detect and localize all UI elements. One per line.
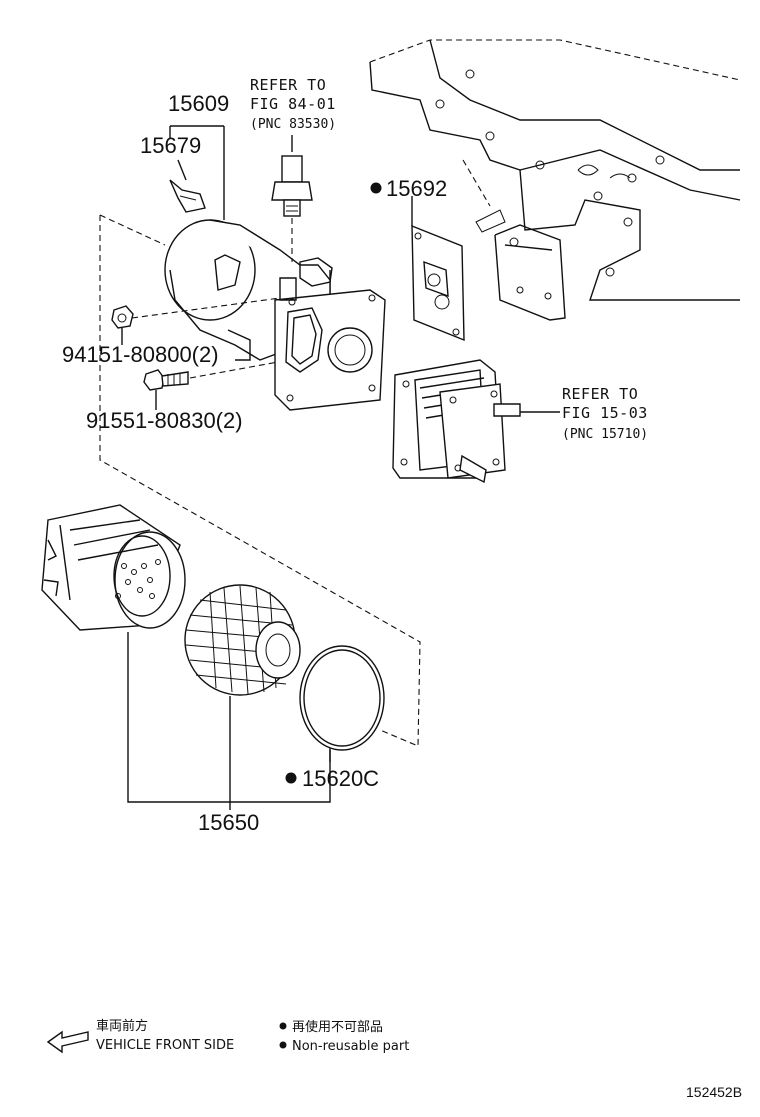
sensor-ref-line3: (PNC 83530) xyxy=(250,117,336,132)
part-number-15609: 15609 xyxy=(168,91,229,116)
assembly-frame-top xyxy=(99,214,166,246)
non-reusable-dot-15620c xyxy=(285,772,297,784)
legend-dot-icon xyxy=(279,1022,287,1030)
legend-nonreusable-en: Non-reusable part xyxy=(292,1039,409,1054)
part-number-15679: 15679 xyxy=(140,133,201,158)
part-number-15650: 15650 xyxy=(198,810,259,835)
sensor-ref-line2: FIG 84-01 xyxy=(250,95,336,113)
bracket-15679 xyxy=(169,179,206,213)
non-reusable-dot-15692 xyxy=(370,182,382,194)
oil-filter-cap xyxy=(41,504,186,631)
engine-block-outline xyxy=(369,39,741,321)
legend-front-jp: 車両前方 xyxy=(96,1018,148,1034)
legend-dot-icon xyxy=(279,1041,287,1049)
cooler-ref-line3: (PNC 15710) xyxy=(562,427,648,442)
legend-nonreusable-jp: 再使用不可部品 xyxy=(292,1019,383,1035)
part-number-15692: 15692 xyxy=(386,176,447,201)
assembly-frame xyxy=(99,215,421,747)
oil-cooler xyxy=(392,359,521,484)
oil-filter-element xyxy=(184,584,301,696)
part-number-15620c: 15620C xyxy=(302,766,379,791)
oil-filter-bracket xyxy=(164,219,386,411)
nut-alignment-line xyxy=(131,297,281,319)
part-number-91551: 91551-80830(2) xyxy=(86,408,243,433)
leader-lines xyxy=(121,125,560,810)
cooler-ref-line1: REFER TO xyxy=(562,385,638,403)
nut-94151 xyxy=(111,305,134,329)
figure-code: 152452B xyxy=(686,1084,742,1100)
oil-pressure-sensor xyxy=(271,155,313,262)
bolt-91551 xyxy=(143,369,189,391)
gasket-15692 xyxy=(411,224,465,342)
o-ring-15620c xyxy=(299,645,385,751)
vehicle-front-arrow-icon xyxy=(46,1030,89,1054)
sensor-ref-line1: REFER TO xyxy=(250,76,326,94)
part-number-94151: 94151-80800(2) xyxy=(62,342,219,367)
legend: 車両前方 VEHICLE FRONT SIDE 再使用不可部品 Non-reus… xyxy=(46,1018,409,1054)
legend-front-en: VEHICLE FRONT SIDE xyxy=(96,1038,234,1053)
bolt-alignment-line xyxy=(189,361,279,379)
cooler-ref-line2: FIG 15-03 xyxy=(562,404,648,422)
